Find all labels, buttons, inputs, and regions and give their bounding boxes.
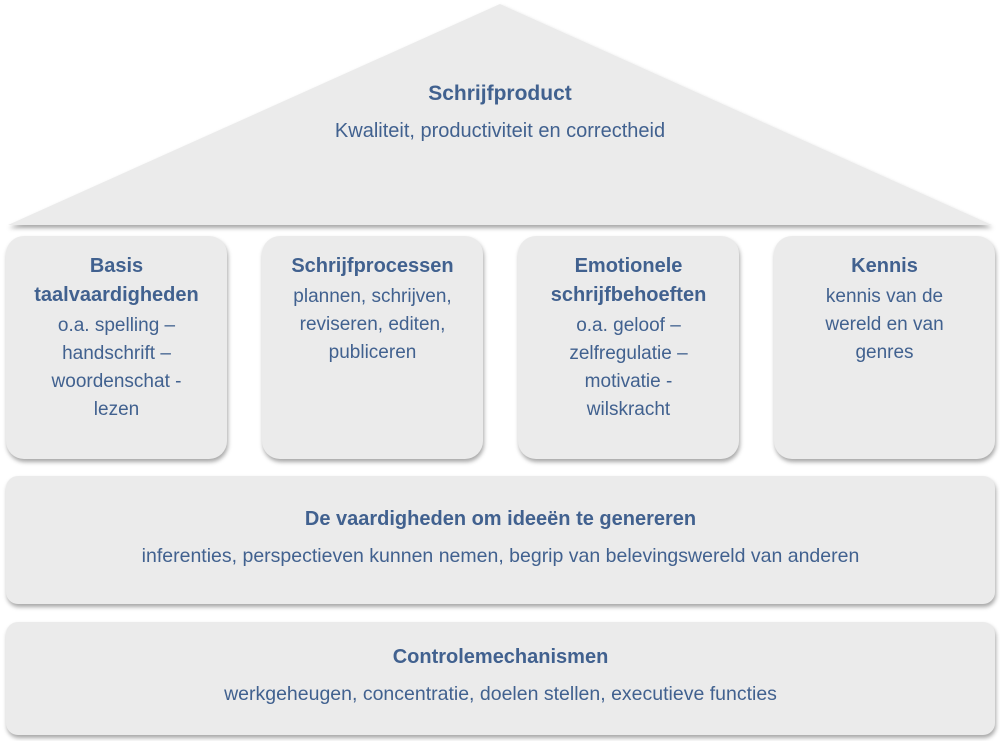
band-title: De vaardigheden om ideeën te genereren	[304, 508, 697, 530]
band-description: inferenties, perspectieven kunnen nemen,…	[141, 545, 860, 567]
pillar-title: Kennis	[851, 255, 918, 277]
pillar-emotionele-schrijfbehoeften: Emotionele schrijfbehoeften o.a. geloof …	[518, 236, 739, 459]
pillar-description: plannen, schrijven, reviseren, editen, p…	[293, 286, 452, 363]
pillar-kennis: Kennis kennis van de wereld en van genre…	[774, 236, 995, 459]
pillar-title: Schrijfprocessen	[291, 255, 454, 277]
pillar-title: Emotionele schrijfbehoeften	[550, 255, 707, 306]
pillar-title: Basis taalvaardigheden	[34, 255, 199, 306]
pillar-schrijfprocessen: Schrijfprocessen plannen, schrijven, rev…	[262, 236, 483, 459]
band-title: Controlemechanismen	[392, 646, 609, 668]
pillar-description: o.a. geloof – zelfregulatie – motivatie …	[569, 315, 688, 420]
band-controlemechanismen: Controlemechanismen werkgeheugen, concen…	[6, 622, 995, 735]
band-ideeen-genereren: De vaardigheden om ideeën te genereren i…	[6, 476, 995, 604]
roof-subtitle: Kwaliteit, productiviteit en correctheid	[334, 120, 666, 142]
roof-title: Schrijfproduct	[428, 82, 572, 105]
pillar-description: o.a. spelling – handschrift – woordensch…	[51, 315, 182, 420]
band-description: werkgeheugen, concentratie, doelen stell…	[224, 683, 777, 705]
pillar-basis-taalvaardigheden: Basis taalvaardigheden o.a. spelling – h…	[6, 236, 227, 459]
roof-shape	[8, 4, 992, 225]
pillar-description: kennis van de wereld en van genres	[825, 286, 944, 363]
